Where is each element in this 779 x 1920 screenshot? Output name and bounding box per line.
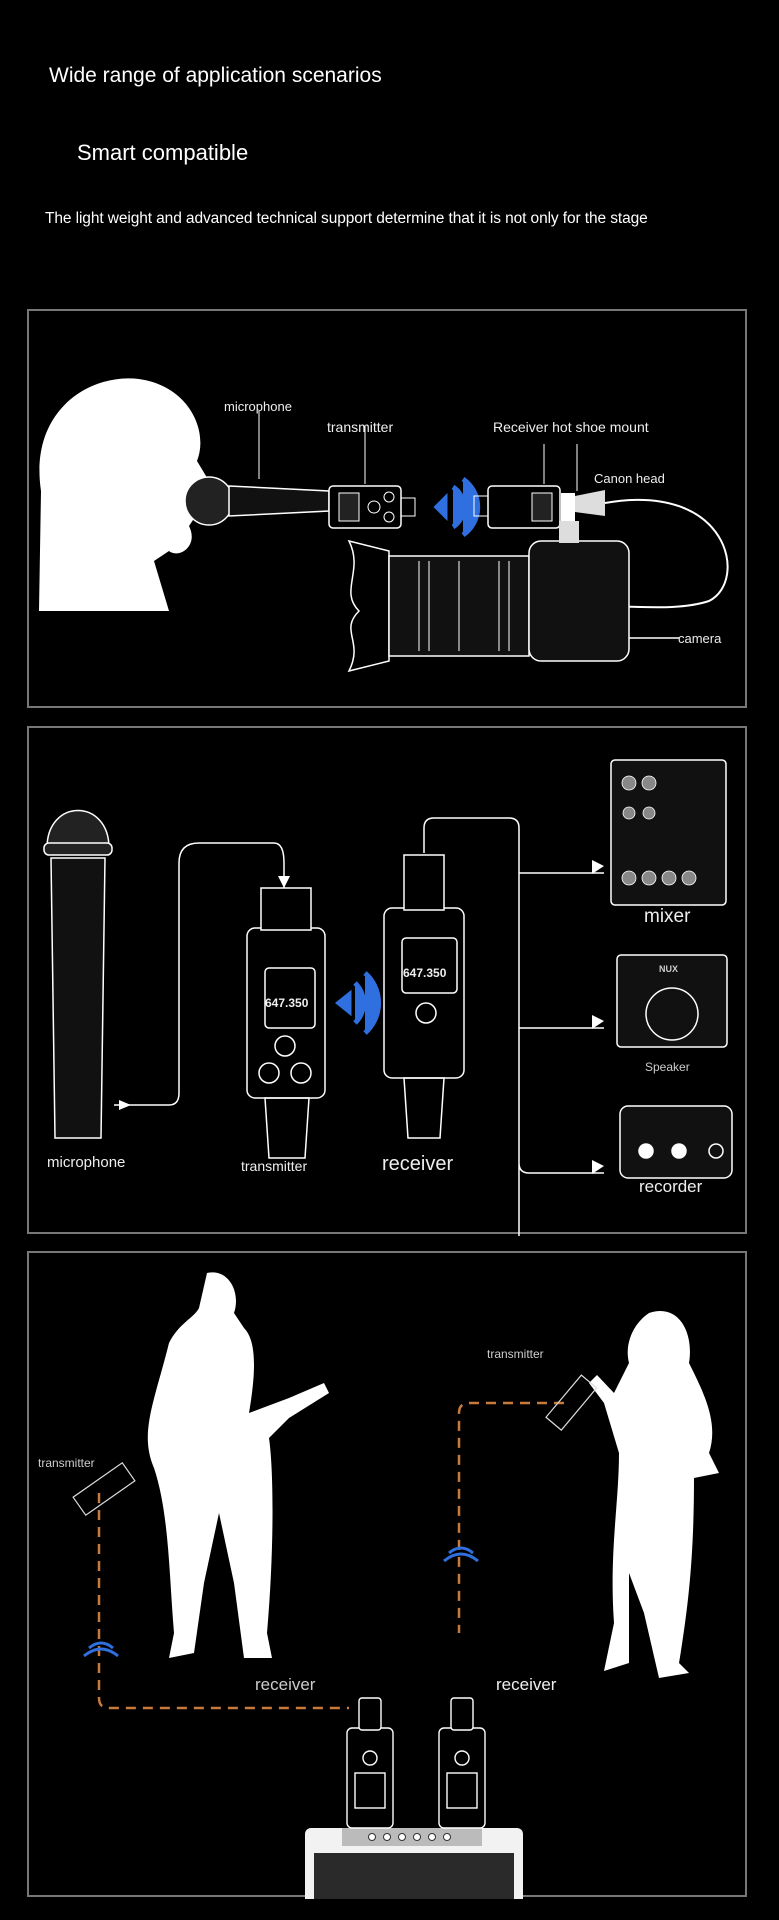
lens-hood	[347, 539, 390, 673]
canon-head-label: Canon head	[594, 471, 665, 486]
mixer-icon	[610, 759, 727, 906]
vocal-transmitter-device	[545, 1374, 598, 1431]
wireless-waves-icon	[83, 1546, 479, 1658]
camera-body	[528, 540, 630, 662]
receiver-frequency: 647.350	[403, 966, 447, 980]
speaker-label: Speaker	[645, 1060, 690, 1074]
mic-to-transmitter-cable	[114, 842, 285, 1106]
page-title: Wide range of application scenarios	[49, 64, 382, 87]
section-subtitle: Smart compatible	[77, 140, 249, 165]
receiver-left-label: receiver	[255, 1675, 316, 1694]
receiver-right-label: receiver	[496, 1675, 557, 1694]
camera-label: camera	[678, 631, 722, 646]
guitar-transmitter-label: transmitter	[38, 1456, 95, 1470]
wireless-waves-icon	[334, 971, 381, 1035]
receiver-label: receiver	[382, 1153, 454, 1175]
transmitter-label: transmitter	[327, 419, 394, 435]
stage-scenario-panel: transmitter transmitter receiver receive…	[27, 1251, 747, 1899]
vocal-cable	[457, 1401, 564, 1633]
recorder-icon	[619, 1105, 733, 1179]
microphone-label: microphone	[47, 1154, 126, 1171]
guitarist-silhouette	[147, 1272, 329, 1658]
head-silhouette	[39, 378, 209, 611]
microphone-label: microphone	[224, 399, 292, 414]
speaker-brand: NUX	[659, 964, 679, 974]
microphone-icon	[46, 809, 110, 849]
camera-scenario-illustration	[39, 378, 729, 673]
outputs-scenario-illustration	[43, 759, 733, 1236]
wireless-waves-icon	[433, 476, 481, 538]
guitar-transmitter-device	[72, 1461, 136, 1517]
camera-scenario-panel: microphone transmitter Receiver hot shoe…	[27, 309, 747, 708]
transmitter-frequency: 647.350	[265, 996, 309, 1010]
outputs-scenario-panel: 647.350 647.350 NUX mixer Speaker record…	[27, 726, 747, 1236]
microphone-head	[184, 476, 234, 526]
speaker-icon	[616, 954, 728, 1048]
receiver-output-cables	[423, 817, 604, 1236]
stage-scenario-illustration	[72, 1272, 719, 1899]
microphone-body	[228, 485, 330, 517]
recorder-label: recorder	[639, 1177, 703, 1196]
mixer-label: mixer	[644, 906, 691, 927]
transmitter-label: transmitter	[241, 1158, 308, 1174]
singer-silhouette	[589, 1311, 719, 1678]
section-description: The light weight and advanced technical …	[45, 210, 648, 227]
cable	[588, 498, 729, 609]
guitar-cable	[97, 1493, 349, 1710]
receiver-label: Receiver hot shoe mount	[493, 419, 649, 435]
vocal-transmitter-label: transmitter	[487, 1347, 544, 1361]
